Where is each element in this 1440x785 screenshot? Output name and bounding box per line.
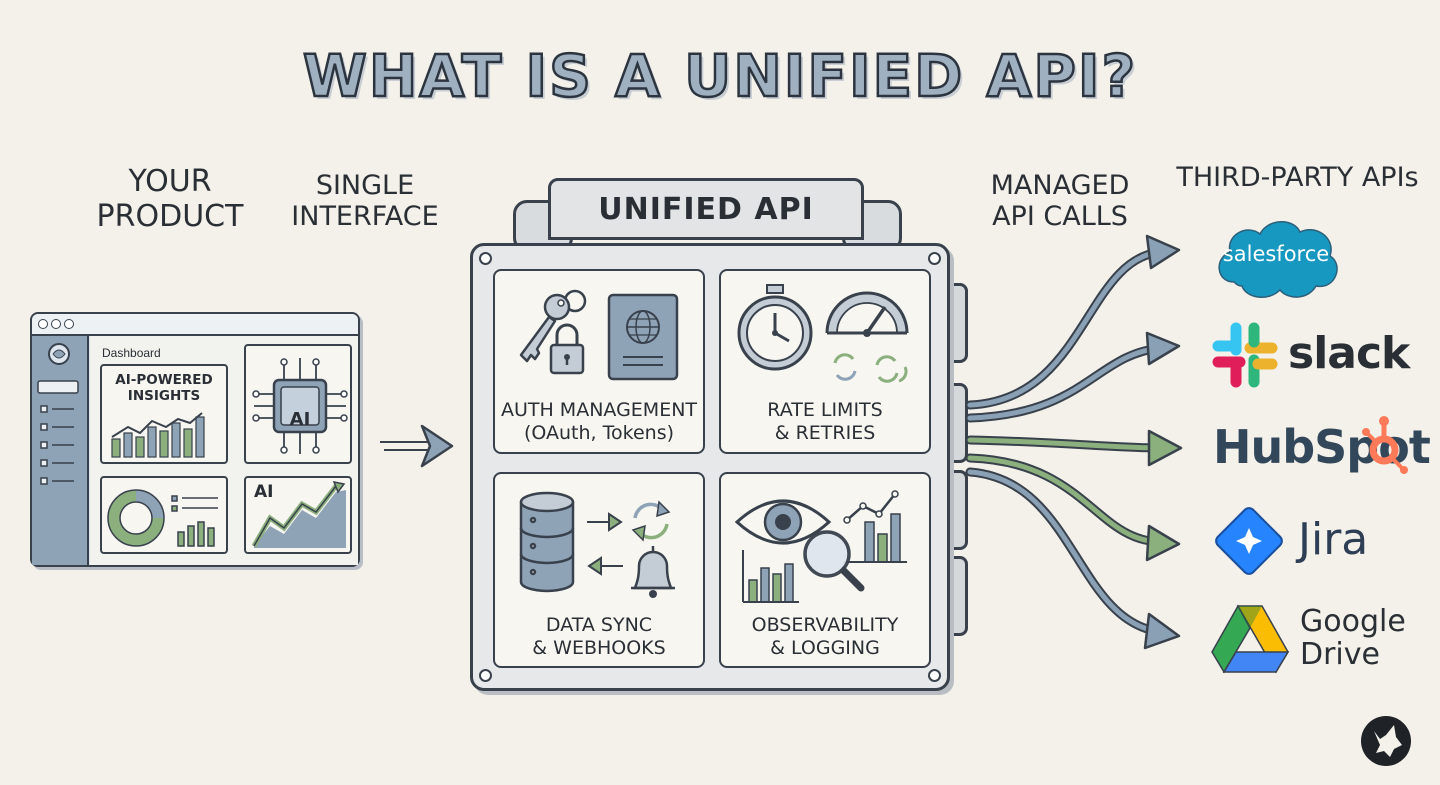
google-drive-logo-text: Google Drive bbox=[1300, 605, 1406, 671]
arrow-to-gdrive bbox=[965, 467, 1165, 637]
arrow-to-jira bbox=[965, 453, 1165, 547]
single-interface-arrow-icon bbox=[380, 424, 454, 468]
unified-api-box: AUTH MANAGEMENT (OAuth, Tokens) bbox=[470, 243, 950, 691]
caption-third-party-apis: THIRD-PARTY APIs bbox=[1176, 162, 1419, 193]
lock-icon bbox=[549, 323, 585, 375]
ai-chip-label: AI bbox=[289, 409, 311, 430]
eye-icon bbox=[734, 499, 832, 545]
retry-icon bbox=[833, 353, 908, 383]
module-observability: OBSERVABILITY & LOGGING bbox=[719, 472, 931, 668]
module-label-line: OBSERVABILITY bbox=[751, 614, 899, 636]
caption-line: MANAGED bbox=[990, 170, 1130, 201]
product-window: Dashboard AI-POWERED INSIGHTS bbox=[30, 312, 360, 567]
gauge-icon bbox=[825, 291, 909, 337]
screw-icon bbox=[928, 252, 941, 265]
module-label: RATE LIMITS & RETRIES bbox=[721, 399, 929, 445]
module-label: AUTH MANAGEMENT (OAuth, Tokens) bbox=[495, 399, 703, 445]
module-label: OBSERVABILITY & LOGGING bbox=[721, 614, 929, 660]
insights-card: AI-POWERED INSIGHTS bbox=[100, 364, 228, 464]
chart-icon bbox=[742, 490, 907, 603]
wolf-logo-icon bbox=[1361, 716, 1411, 766]
database-icon bbox=[519, 491, 575, 593]
module-label: DATA SYNC & WEBHOOKS bbox=[495, 614, 703, 660]
slack-logo-icon bbox=[1212, 322, 1278, 388]
bell-icon bbox=[631, 546, 675, 598]
google-drive-logo-line: Drive bbox=[1300, 637, 1380, 672]
managed-call-arrows bbox=[965, 234, 1183, 650]
salesforce-logo-icon: salesforce bbox=[1218, 221, 1338, 298]
module-label-line: RATE LIMITS bbox=[767, 399, 883, 421]
database-sync-icon bbox=[519, 491, 675, 598]
ai-trend-label: AI bbox=[254, 482, 274, 502]
stopwatch-icon bbox=[737, 284, 813, 371]
caption-line: YOUR bbox=[128, 164, 212, 199]
caption-line: PRODUCT bbox=[96, 198, 244, 234]
window-titlebar bbox=[32, 314, 358, 336]
caption-line: API CALLS bbox=[992, 201, 1128, 233]
bar-chart-icon bbox=[111, 412, 205, 458]
insights-title-line: INSIGHTS bbox=[127, 388, 201, 405]
caption-line: SINGLE bbox=[315, 170, 415, 201]
module-rate-limits: RATE LIMITS & RETRIES bbox=[719, 269, 931, 454]
module-label-line: & LOGGING bbox=[770, 636, 880, 659]
page-title: WHAT IS A UNIFIED API? bbox=[302, 41, 1138, 112]
arrow-to-salesforce bbox=[965, 247, 1165, 410]
passport-icon bbox=[607, 293, 679, 381]
module-label-line: & RETRIES bbox=[774, 421, 876, 444]
jira-logo-text: Jira bbox=[1298, 514, 1369, 565]
module-data-sync: DATA SYNC & WEBHOOKS bbox=[493, 472, 705, 668]
sync-arrows-icon bbox=[587, 512, 623, 576]
module-label-line: & WEBHOOKS bbox=[532, 636, 666, 659]
jira-logo-icon bbox=[1215, 507, 1283, 575]
screw-icon bbox=[479, 669, 492, 682]
key-lock-passport-icon bbox=[519, 289, 679, 381]
salesforce-logo-text: salesforce bbox=[1223, 242, 1329, 266]
key-icon bbox=[519, 289, 587, 363]
module-label-line: DATA SYNC bbox=[545, 614, 653, 636]
trend-chart-icon bbox=[251, 480, 346, 548]
google-drive-logo-line: Google bbox=[1300, 604, 1406, 639]
ai-trend-card: AI bbox=[244, 476, 352, 554]
module-auth-management: AUTH MANAGEMENT (OAuth, Tokens) bbox=[493, 269, 705, 454]
caption-managed-api-calls: MANAGED API CALLS bbox=[985, 170, 1135, 232]
screw-icon bbox=[479, 252, 492, 265]
window-dot-icon bbox=[64, 319, 74, 329]
module-label-line: (OAuth, Tokens) bbox=[523, 421, 674, 444]
caption-single-interface: SINGLE INTERFACE bbox=[290, 170, 440, 232]
donut-chart-icon bbox=[107, 489, 218, 547]
ai-chip-icon bbox=[252, 358, 348, 454]
google-drive-logo-icon bbox=[1211, 604, 1290, 674]
dashboard-label: Dashboard bbox=[102, 346, 161, 360]
donut-card bbox=[100, 476, 228, 554]
product-sidebar bbox=[32, 336, 89, 565]
unified-api-header-text: UNIFIED API bbox=[598, 192, 814, 227]
sidebar-menu-icon bbox=[37, 343, 79, 485]
hubspot-sprocket-icon bbox=[1362, 416, 1408, 474]
insights-title-line: AI-POWERED bbox=[115, 372, 213, 388]
screw-icon bbox=[928, 669, 941, 682]
caption-line: INTERFACE bbox=[291, 201, 439, 233]
unified-api-header: UNIFIED API bbox=[548, 178, 864, 240]
sync-icon bbox=[631, 500, 671, 542]
eye-magnifier-chart-icon bbox=[734, 490, 907, 603]
magnifier-icon bbox=[803, 530, 865, 592]
window-dot-icon bbox=[38, 319, 48, 329]
stopwatch-gauge-icon bbox=[737, 284, 909, 383]
caption-your-product: YOUR PRODUCT bbox=[90, 164, 250, 234]
slack-logo-text: slack bbox=[1288, 328, 1410, 379]
insights-title: AI-POWERED INSIGHTS bbox=[102, 372, 226, 404]
module-label-line: AUTH MANAGEMENT bbox=[500, 399, 698, 421]
ai-chip-card: AI bbox=[244, 344, 352, 464]
window-dot-icon bbox=[51, 319, 61, 329]
